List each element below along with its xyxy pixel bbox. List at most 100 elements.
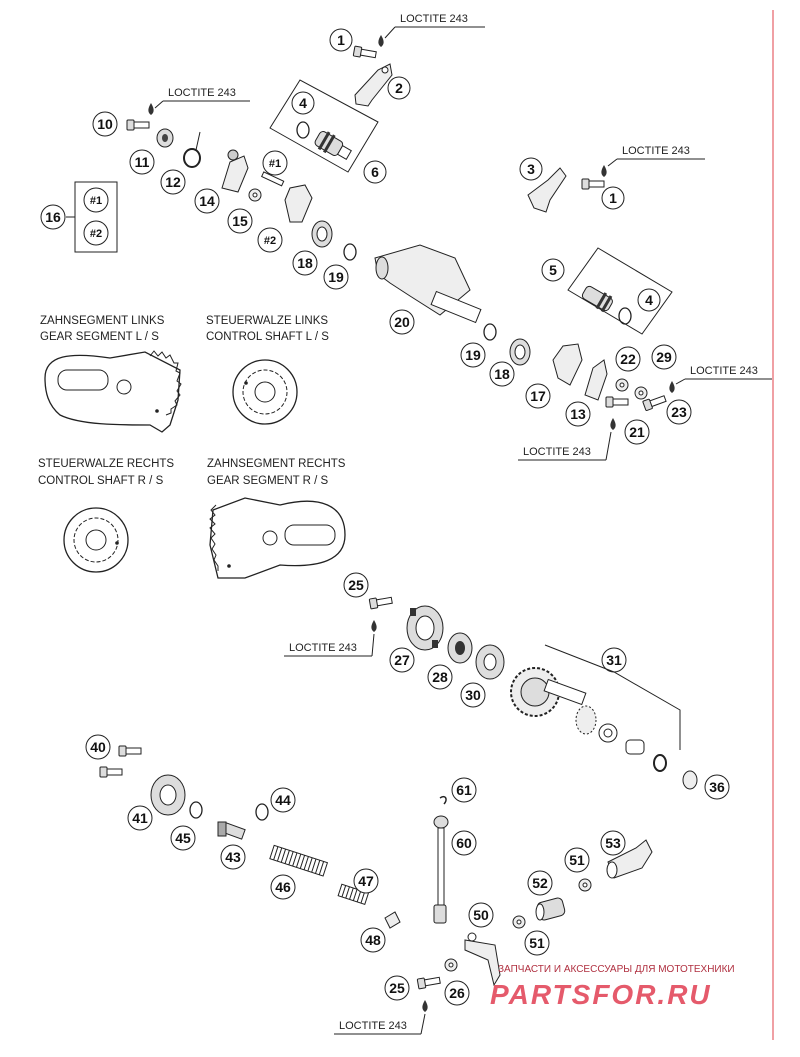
svg-text:44: 44 (275, 792, 291, 808)
lever-part-3 (527, 167, 567, 213)
bearing-part-11 (156, 128, 174, 148)
washer-part-36 (682, 770, 698, 790)
svg-text:27: 27 (394, 652, 410, 668)
watermark: ЗАПЧАСТИ И АКСЕССУАРЫ ДЛЯ МОТОТЕХНИКИ PA… (490, 964, 735, 1010)
svg-text:25: 25 (389, 980, 405, 996)
screw-part-25 (368, 594, 394, 610)
svg-text:61: 61 (456, 782, 472, 798)
callout-50: 50 (468, 902, 494, 928)
gear-segment-part-2 (284, 184, 313, 223)
svg-text:1: 1 (337, 32, 345, 48)
svg-text:GEAR SEGMENT R / S: GEAR SEGMENT R / S (207, 475, 329, 487)
callout-11: 11 (129, 149, 155, 175)
callout-27: 27 (389, 647, 415, 673)
callout-20: 20 (389, 309, 415, 335)
bracket-part-50 (464, 932, 501, 987)
loctite-drop (148, 103, 154, 115)
callout-43: 43 (220, 844, 246, 870)
pin-part-1 (261, 171, 285, 187)
svg-text:#2: #2 (90, 228, 102, 240)
svg-text:22: 22 (620, 351, 636, 367)
screw-part-40b (99, 766, 123, 778)
clip-part-61 (439, 795, 447, 805)
loctite-drop (601, 165, 607, 177)
loctite-drop (371, 620, 377, 632)
callout-14: 14 (194, 188, 220, 214)
svg-text:21: 21 (629, 424, 645, 440)
bushing-part-18 (311, 220, 333, 248)
svg-text:15: 15 (232, 213, 248, 229)
bearing-part-30 (475, 644, 505, 680)
callout-12: 12 (160, 169, 186, 195)
spring-part-47 (337, 883, 370, 905)
svg-text:LOCTITE 243: LOCTITE 243 (690, 365, 758, 377)
callout-hash-2b: #2 (83, 220, 109, 246)
callout-21: 21 (624, 419, 650, 445)
cover-part-41 (150, 774, 186, 816)
svg-text:ZAHNSEGMENT RECHTS: ZAHNSEGMENT RECHTS (207, 458, 346, 470)
svg-text:CONTROL SHAFT R / S: CONTROL SHAFT R / S (38, 475, 164, 487)
screw-part-1 (352, 45, 378, 61)
svg-text:12: 12 (165, 174, 181, 190)
callout-15: 15 (227, 208, 253, 234)
washer-part-51 (578, 878, 592, 892)
callout-4b: 4 (637, 288, 661, 312)
svg-text:41: 41 (132, 810, 148, 826)
callout-hash-1: #1 (262, 150, 288, 176)
svg-text:53: 53 (605, 835, 621, 851)
screw-part-25b (416, 974, 442, 990)
svg-text:52: 52 (532, 875, 548, 891)
svg-text:23: 23 (671, 404, 687, 420)
svg-text:4: 4 (645, 292, 653, 308)
callout-51: 51 (564, 847, 590, 873)
svg-text:2: 2 (395, 80, 403, 96)
svg-text:STEUERWALZE RECHTS: STEUERWALZE RECHTS (38, 458, 174, 470)
lever-part-14 (221, 155, 249, 193)
callout-hash-1b: #1 (83, 187, 109, 213)
callout-28: 28 (427, 664, 453, 690)
callout-1: 1 (329, 28, 353, 52)
callout-18: 18 (292, 250, 318, 276)
svg-text:30: 30 (465, 687, 481, 703)
cam-part-27 (406, 605, 444, 651)
valve-part-5 (581, 285, 613, 313)
svg-text:5: 5 (549, 262, 557, 278)
svg-text:#1: #1 (90, 195, 102, 207)
bearing-part-28 (447, 632, 473, 664)
screw-part-40a (118, 745, 142, 757)
svg-text:48: 48 (365, 932, 381, 948)
svg-text:3: 3 (527, 161, 535, 177)
assembly-box-4-6 (269, 79, 379, 173)
svg-text:25: 25 (348, 577, 364, 593)
loctite-label-5: LOCTITE 243 (518, 431, 612, 461)
callout-2: 2 (387, 76, 411, 100)
callout-51b: 51 (524, 930, 550, 956)
loctite-drop (610, 418, 616, 430)
lever-part-13 (584, 359, 608, 401)
callout-52: 52 (527, 870, 553, 896)
svg-text:26: 26 (449, 985, 465, 1001)
callout-29: 29 (651, 344, 677, 370)
callout-13: 13 (565, 401, 591, 427)
svg-text:29: 29 (656, 349, 672, 365)
svg-text:13: 13 (570, 406, 586, 422)
washer-part-15 (248, 188, 262, 202)
callout-36: 36 (704, 774, 730, 800)
oring-part-44 (255, 803, 269, 821)
callout-19b: 19 (460, 342, 486, 368)
plug-part-43 (217, 821, 246, 840)
loctite-drop (422, 1000, 428, 1012)
svg-text:28: 28 (432, 669, 448, 685)
callout-41: 41 (127, 805, 153, 831)
svg-text:#2: #2 (264, 235, 276, 247)
assembly-box-5-4 (567, 247, 673, 335)
bushing-part-18b (509, 338, 531, 366)
svg-text:51: 51 (529, 935, 545, 951)
svg-text:40: 40 (90, 739, 106, 755)
svg-text:50: 50 (473, 907, 489, 923)
svg-text:43: 43 (225, 849, 241, 865)
roller-part-52 (535, 897, 566, 921)
svg-text:19: 19 (328, 269, 344, 285)
lever-part-53 (606, 839, 653, 879)
